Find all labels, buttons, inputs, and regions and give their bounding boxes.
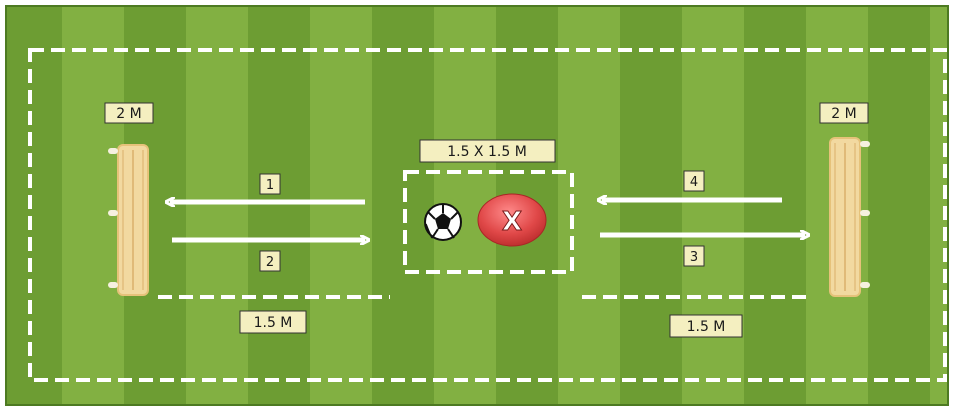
arrow-3-label: 3 xyxy=(683,245,705,267)
arrow-4-text: 4 xyxy=(690,175,698,190)
arrow-4-label: 4 xyxy=(683,170,705,192)
arrow-3-text: 3 xyxy=(690,250,698,265)
x-marker-icon: X xyxy=(477,193,547,247)
right-bench-size-text: 2 M xyxy=(831,106,856,122)
marker-text: X xyxy=(502,207,522,237)
right-bench xyxy=(829,137,870,297)
soccer-ball-icon xyxy=(424,203,462,241)
left-bench-size-label: 2 M xyxy=(104,102,154,124)
right-distance-text: 1.5 M xyxy=(687,319,726,335)
outer-boundary xyxy=(28,48,947,382)
center-box xyxy=(403,170,574,274)
right-distance-label: 1.5 M xyxy=(669,314,743,338)
arrow-2-label: 2 xyxy=(259,250,281,272)
field-edge xyxy=(5,5,949,406)
center-box-size-label: 1.5 X 1.5 M xyxy=(419,139,556,163)
arrow-2-text: 2 xyxy=(266,255,274,270)
center-box-size-text: 1.5 X 1.5 M xyxy=(447,144,527,160)
left-distance-label: 1.5 M xyxy=(239,310,307,334)
left-distance-text: 1.5 M xyxy=(254,315,293,331)
left-bench xyxy=(108,144,149,296)
left-bench-size-text: 2 M xyxy=(116,106,141,122)
arrow-1-text: 1 xyxy=(266,178,274,193)
right-bench-size-label: 2 M xyxy=(819,102,869,124)
grass-field xyxy=(6,6,948,405)
arrow-1-label: 1 xyxy=(259,173,281,195)
